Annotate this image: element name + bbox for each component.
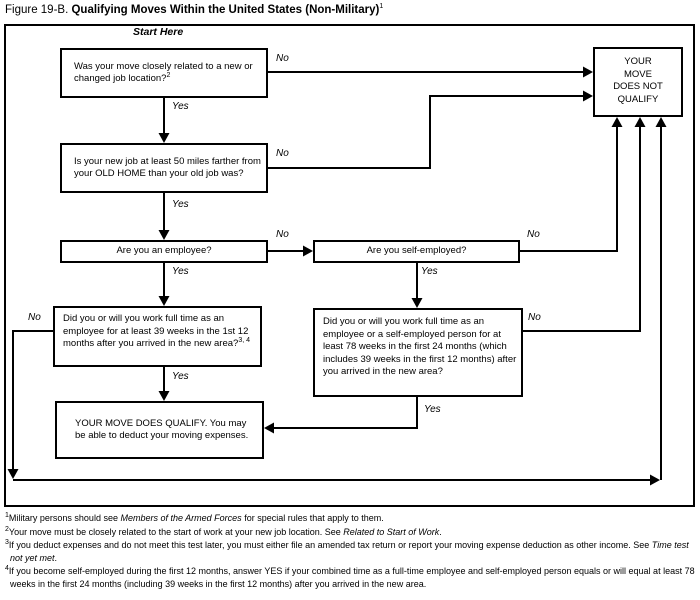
figure-title-main: Qualifying Moves Within the United State… xyxy=(71,4,380,16)
box-q3-text: Are you an employee? xyxy=(116,245,212,257)
qualify-sentence-1: YOUR MOVE DOES QUALIFY. xyxy=(75,417,208,429)
label-q2-yes: Yes xyxy=(172,199,189,210)
footnote-1-marker: 1 xyxy=(5,512,9,519)
box-q5-footnote-ref: 3, 4 xyxy=(238,336,251,344)
dnq-line-2: MOVE xyxy=(624,68,652,80)
label-q4-yes: Yes xyxy=(421,266,438,277)
box-q6-text: Did you or will you work full time as an… xyxy=(323,316,517,377)
start-here-label: Start Here xyxy=(133,26,184,38)
label-q6-yes: Yes xyxy=(424,404,441,415)
box-q2-text: Is your new job at least 50 miles farthe… xyxy=(74,155,261,180)
box-q4-self-employed: Are you self-employed? xyxy=(313,240,520,263)
dnq-line-4: QUALIFY xyxy=(617,93,659,105)
footnote-2-marker: 2 xyxy=(5,525,9,533)
box-does-not-qualify: YOUR MOVE DOES NOT QUALIFY xyxy=(593,47,683,117)
box-q4-text: Are you self-employed? xyxy=(366,245,467,257)
qualify-sentence-2: You may be able to deduct your moving ex… xyxy=(75,417,249,442)
label-q5-yes: Yes xyxy=(172,371,189,382)
label-q3-no: No xyxy=(276,229,289,240)
footnote-3-marker: 3 xyxy=(5,539,9,546)
box-q5-text: Did you or will you work full time as an… xyxy=(63,313,249,349)
box-q6-78-weeks: Did you or will you work full time as an… xyxy=(313,308,523,397)
footnote-2: 2Your move must be closely related to th… xyxy=(5,525,442,537)
label-q1-yes: Yes xyxy=(172,101,189,112)
footnote-4: 4If you become self-employed during the … xyxy=(5,565,695,589)
label-q3-yes: Yes xyxy=(172,266,189,277)
footnote-1: 1Military persons should see Members of … xyxy=(5,512,384,523)
label-q4-no: No xyxy=(527,229,540,240)
box-q5-39-weeks: Did you or will you work full time as an… xyxy=(53,306,262,367)
box-does-qualify: YOUR MOVE DOES QUALIFY. You may be able … xyxy=(55,401,264,459)
box-q1-job-related: Was your move closely related to a new o… xyxy=(60,48,268,98)
box-q2-50-miles: Is your new job at least 50 miles farthe… xyxy=(60,143,268,193)
box-q1-text: Was your move closely related to a new o… xyxy=(74,60,253,85)
footnotes: 1Military persons should see Members of … xyxy=(5,512,695,591)
label-q1-no: No xyxy=(276,53,289,64)
figure-title-footnote-ref: 1 xyxy=(379,3,384,11)
footnote-4-marker: 4 xyxy=(5,565,9,572)
label-q5-no: No xyxy=(28,312,41,323)
footnote-3: 3If you deduct expenses and do not meet … xyxy=(5,539,689,563)
label-q6-no: No xyxy=(528,312,541,323)
dnq-line-3: DOES NOT xyxy=(613,81,663,92)
dnq-line-1: YOUR xyxy=(624,56,652,67)
label-q2-no: No xyxy=(276,148,289,159)
flowchart-border xyxy=(4,24,695,507)
figure-title-prefix: Figure 19-B. xyxy=(5,4,72,16)
box-q1-footnote-ref: 2 xyxy=(166,71,171,79)
figure-title: Figure 19-B. Qualifying Moves Within the… xyxy=(5,3,384,16)
box-q3-employee: Are you an employee? xyxy=(60,240,268,263)
